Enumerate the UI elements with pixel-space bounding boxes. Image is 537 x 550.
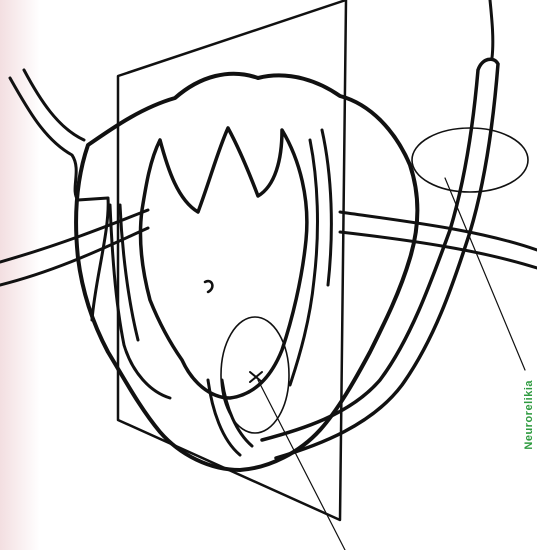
cross-mark-icon: [250, 372, 262, 382]
center-mark: [205, 281, 212, 292]
side-label: Neurorelikia: [523, 380, 535, 450]
inner-loop-right: [290, 130, 331, 385]
organ-outline: [76, 74, 417, 470]
top-right-stroke: [490, 0, 493, 58]
inner-cavity: [140, 128, 306, 398]
cutting-plane: [118, 0, 346, 520]
left-hook: [10, 70, 108, 320]
lower-branch: [208, 380, 252, 455]
